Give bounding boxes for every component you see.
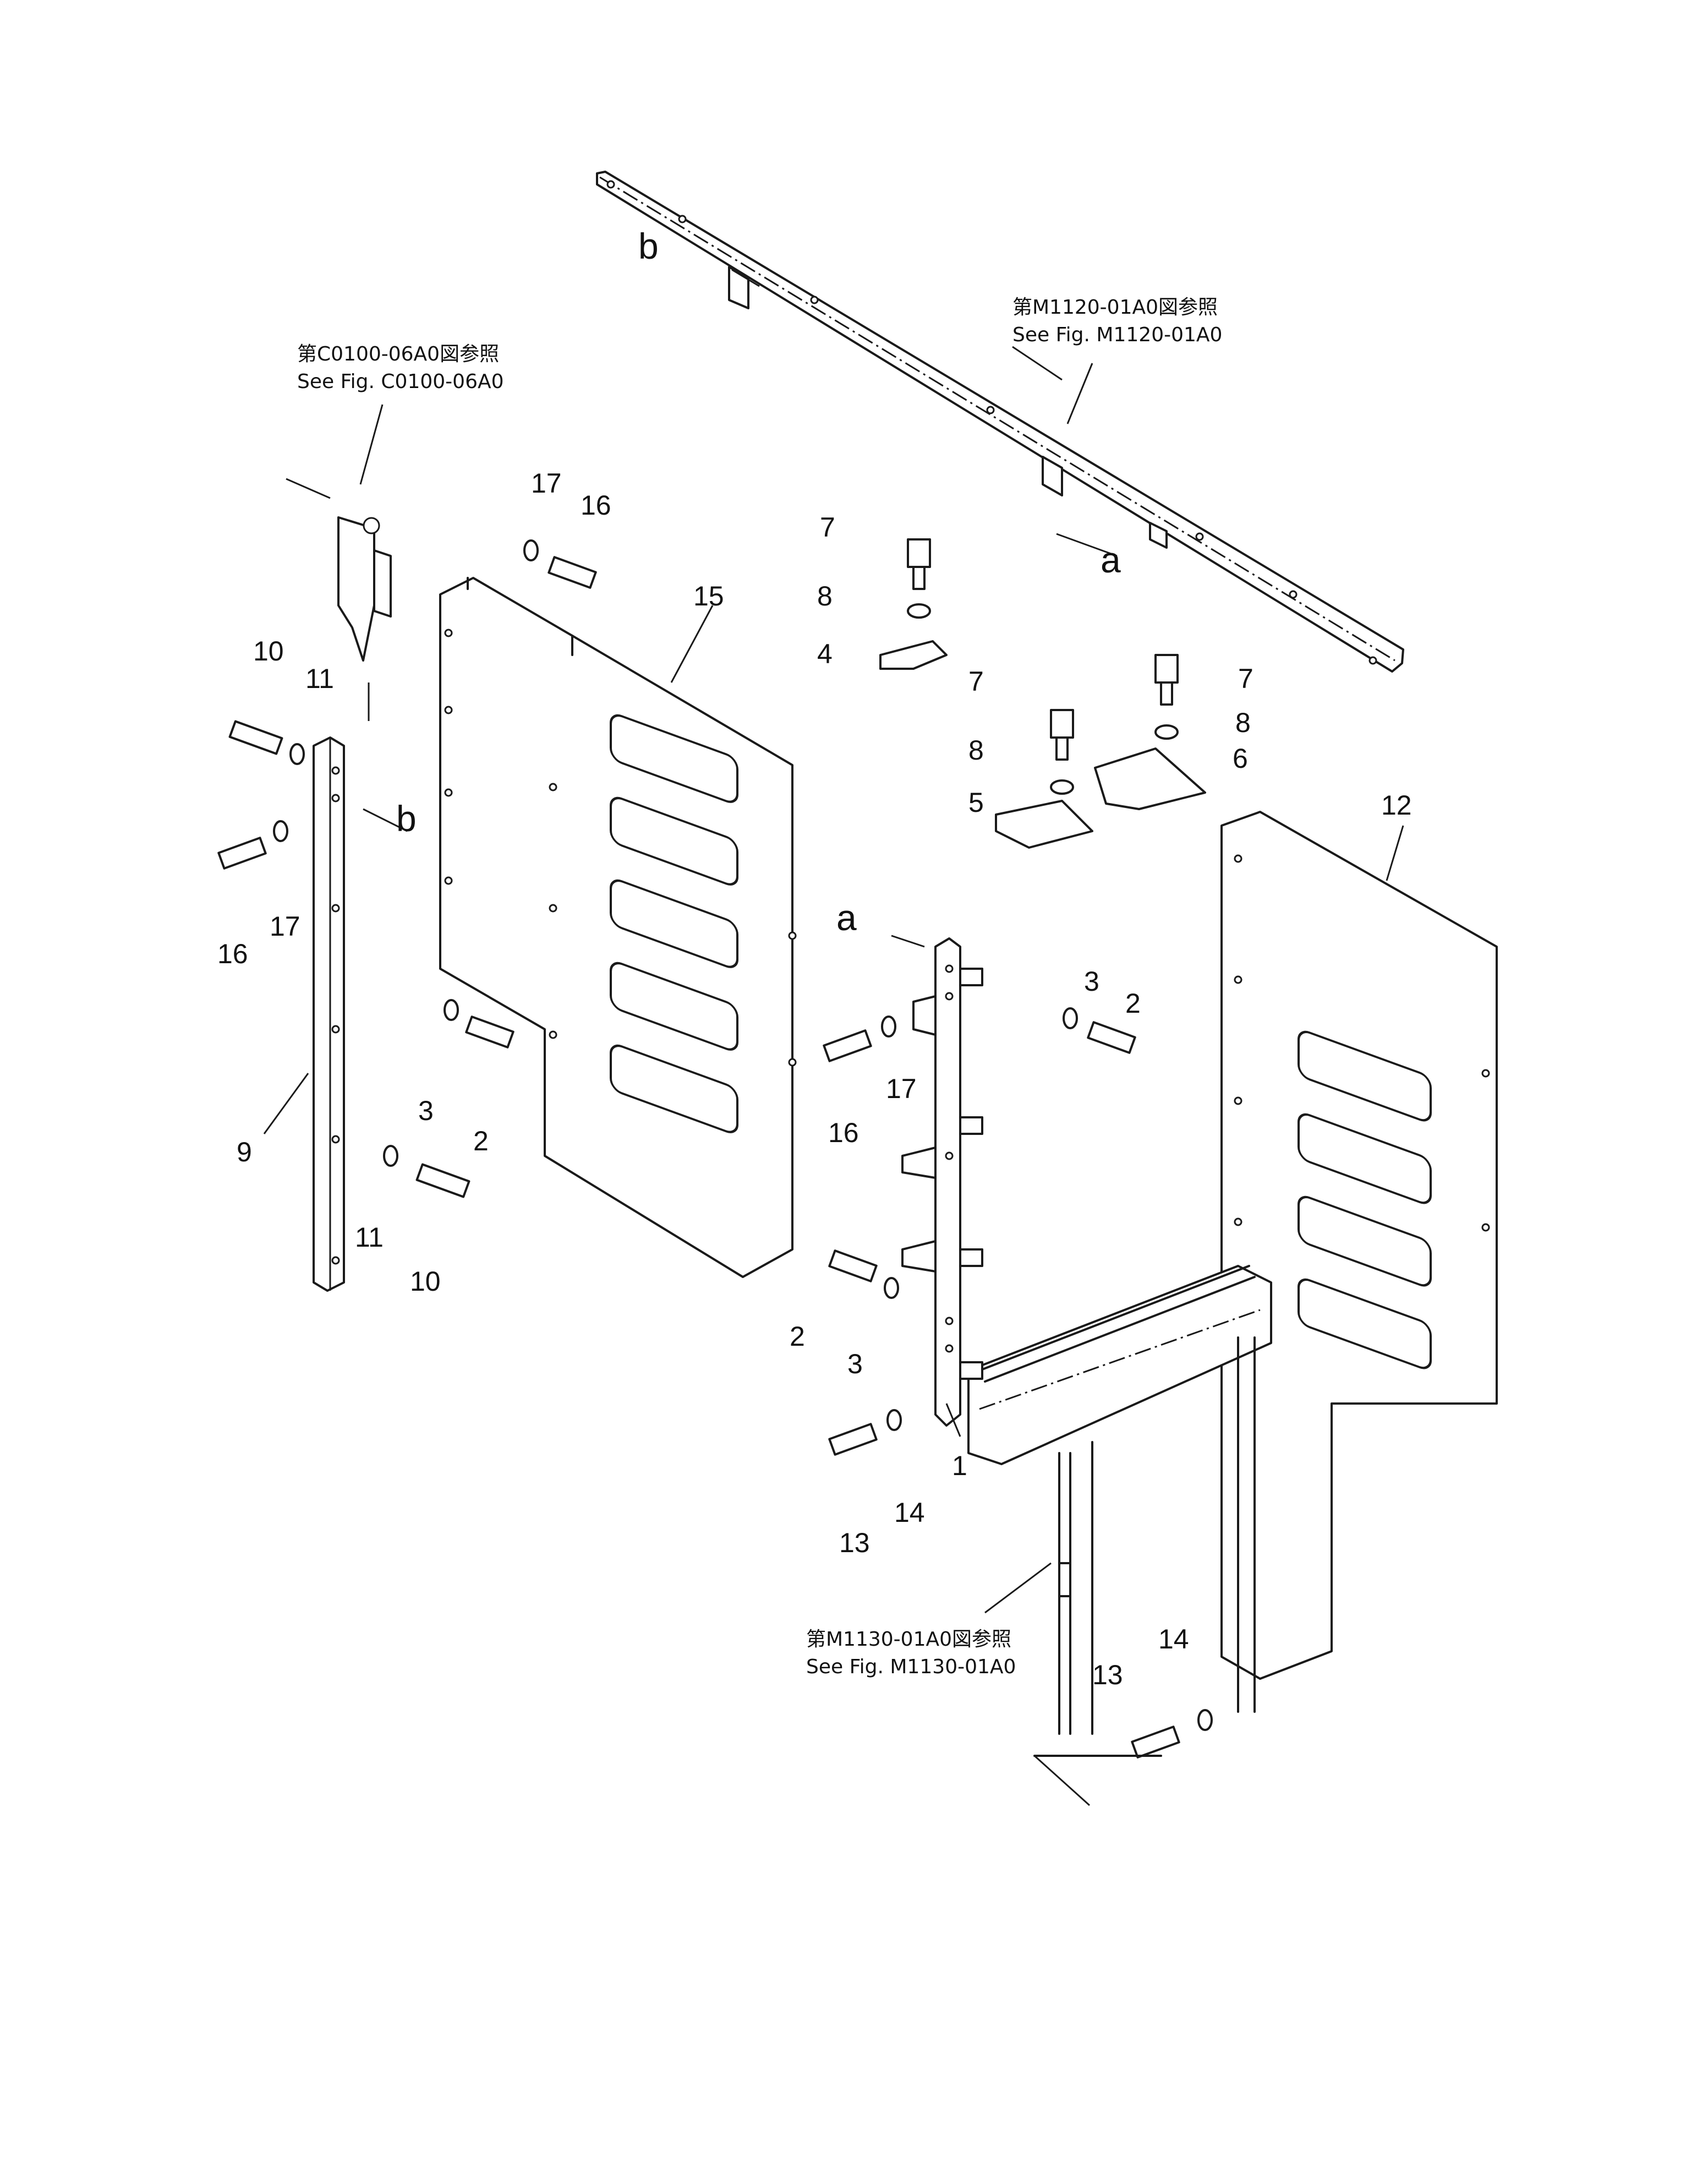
plate-6 xyxy=(1094,747,1206,810)
ref-top-en: See Fig. M1120-01A0 xyxy=(1012,324,1222,346)
leader-lines xyxy=(263,269,1404,1806)
callout-1: 1 xyxy=(952,1450,967,1481)
callout-7b: 7 xyxy=(968,666,984,697)
callout-10a: 10 xyxy=(253,636,284,667)
callout-8b: 8 xyxy=(968,735,984,766)
callout-numbers: 1 2 2 2 3 3 3 4 5 6 7 7 7 8 8 8 9 10 10 … xyxy=(217,468,1412,1690)
bracket-1 xyxy=(901,937,983,1427)
callout-17c: 17 xyxy=(886,1073,917,1104)
bolt-16-mid xyxy=(823,1029,872,1062)
callout-9: 9 xyxy=(237,1137,252,1167)
ref-left-jp: 第C0100-06A0図参照 xyxy=(297,343,499,365)
bolt-16-top xyxy=(548,556,597,589)
callout-7c: 7 xyxy=(1238,663,1253,694)
callout-11a: 11 xyxy=(305,663,334,694)
callout-2b: 2 xyxy=(1125,988,1141,1019)
callout-3c: 3 xyxy=(847,1348,863,1379)
callout-14b: 14 xyxy=(1158,1624,1189,1655)
bolt-10-top xyxy=(228,720,283,755)
callout-11b: 11 xyxy=(355,1222,384,1253)
bolt-10-bottom xyxy=(415,1163,470,1198)
oil-cooler-assembly xyxy=(967,1265,1272,1735)
door-latch xyxy=(286,478,392,721)
callout-17a: 17 xyxy=(531,468,562,499)
callout-3b: 3 xyxy=(1084,966,1099,997)
vertical-bar-9 xyxy=(313,736,345,1292)
callout-6: 6 xyxy=(1233,743,1248,774)
callout-8a: 8 xyxy=(817,581,833,612)
callout-5: 5 xyxy=(968,787,984,818)
callout-4: 4 xyxy=(817,638,833,669)
callout-13b: 13 xyxy=(1092,1659,1123,1690)
marker-a-top: a xyxy=(1101,539,1121,580)
callout-14a: 14 xyxy=(894,1497,925,1528)
callout-7a: 7 xyxy=(820,512,835,543)
callout-16c: 16 xyxy=(828,1117,859,1148)
callout-8c: 8 xyxy=(1235,707,1251,738)
fasteners xyxy=(217,538,1213,1759)
bolt-2-right xyxy=(1087,1021,1136,1054)
bolt-7c xyxy=(1154,654,1179,684)
plate-4 xyxy=(879,640,948,670)
marker-b-top: b xyxy=(638,226,659,266)
side-panel-15 xyxy=(439,577,797,1278)
bolt-7a xyxy=(907,538,931,568)
reference-notes: 第M1120-01A0図参照 See Fig. M1120-01A0 第C010… xyxy=(297,296,1222,1678)
callout-16b: 16 xyxy=(217,938,248,969)
callout-2a: 2 xyxy=(473,1126,489,1156)
ref-left-en: See Fig. C0100-06A0 xyxy=(297,370,504,393)
callout-2c: 2 xyxy=(790,1321,805,1352)
bolt-2-left xyxy=(465,1015,514,1049)
ref-bottom-jp: 第M1130-01A0図参照 xyxy=(806,1628,1011,1651)
ref-bottom-en: See Fig. M1130-01A0 xyxy=(806,1656,1016,1678)
marker-b-left: b xyxy=(396,798,417,839)
top-rail xyxy=(596,171,1404,673)
callout-17b: 17 xyxy=(270,911,300,942)
ref-top-jp: 第M1120-01A0図参照 xyxy=(1012,296,1218,319)
marker-a-mid: a xyxy=(836,897,857,938)
bolt-13-bottom xyxy=(1131,1726,1180,1759)
bolt-2-low xyxy=(828,1249,878,1282)
plate-5 xyxy=(995,800,1093,849)
callout-10b: 10 xyxy=(410,1266,441,1297)
callout-12: 12 xyxy=(1381,790,1412,821)
view-markers: b b a a xyxy=(396,226,1121,938)
bolt-16-left xyxy=(217,837,267,870)
plates xyxy=(879,640,1206,849)
callout-15: 15 xyxy=(693,581,724,612)
callout-16a: 16 xyxy=(581,490,611,521)
callout-3a: 3 xyxy=(418,1095,434,1126)
callout-13a: 13 xyxy=(839,1527,870,1558)
bolt-13-mid xyxy=(828,1423,878,1456)
side-panel-12 xyxy=(1220,811,1498,1680)
bolt-7b xyxy=(1050,709,1074,739)
